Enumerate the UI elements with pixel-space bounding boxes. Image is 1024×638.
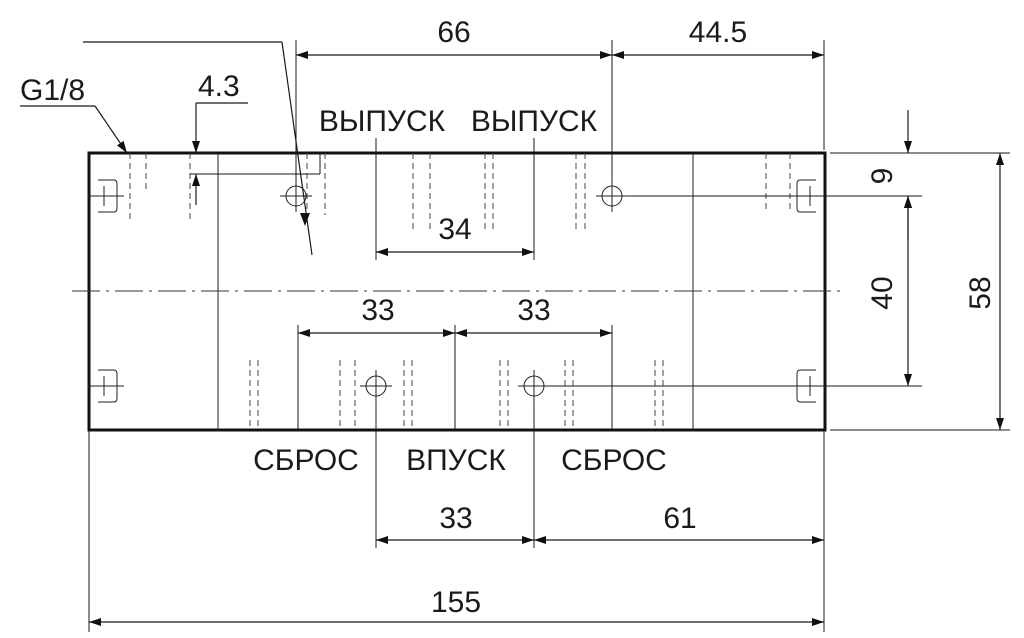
- port-label-inlet: ВПУСК: [406, 444, 506, 477]
- mounting-slot-top-left: [88, 179, 124, 213]
- thread-label: G1/8: [20, 74, 85, 107]
- extension-lines: [88, 40, 1010, 632]
- valve-body: [72, 151, 842, 432]
- port-hole-pilot-left: [280, 180, 312, 212]
- dim-label-44-5: 44.5: [689, 16, 747, 49]
- leader-pilot-arrow: [300, 213, 310, 226]
- dim-label-33-left: 33: [361, 294, 394, 327]
- dim-label-9: 9: [866, 168, 899, 185]
- port-label-exhaust-right: ВЫПУСК: [471, 105, 598, 138]
- dim-label-155: 155: [431, 586, 481, 619]
- port-hole-pilot-right: [596, 180, 628, 212]
- port-label-exhaust-left: ВЫПУСК: [319, 105, 446, 138]
- dim-label-58: 58: [964, 276, 997, 309]
- port-hole-bottom-left: [360, 370, 392, 402]
- dim-label-61: 61: [663, 502, 696, 535]
- port-label-reset-right: СБРОС: [561, 444, 667, 477]
- leader-g18: [94, 105, 128, 154]
- labels: G1/8 4.3 66 44.5 ВЫПУСК ВЫПУСК 34 33 33 …: [20, 16, 997, 619]
- hidden-features: [129, 153, 791, 430]
- dim-label-34: 34: [438, 213, 471, 246]
- mounting-slot-bottom-left: [88, 369, 124, 403]
- port-label-reset-left: СБРОС: [253, 444, 359, 477]
- dimension-lines: [20, 41, 1004, 626]
- leader-pilot: [281, 41, 313, 256]
- dim-label-66: 66: [437, 16, 470, 49]
- dim-label-4-3: 4.3: [198, 70, 240, 103]
- port-hole-bottom-right: [518, 370, 550, 402]
- dim-label-40: 40: [866, 276, 899, 309]
- dim-label-33-right: 33: [517, 294, 550, 327]
- dim-label-33-bottom: 33: [439, 502, 472, 535]
- body-outline: [87, 151, 827, 432]
